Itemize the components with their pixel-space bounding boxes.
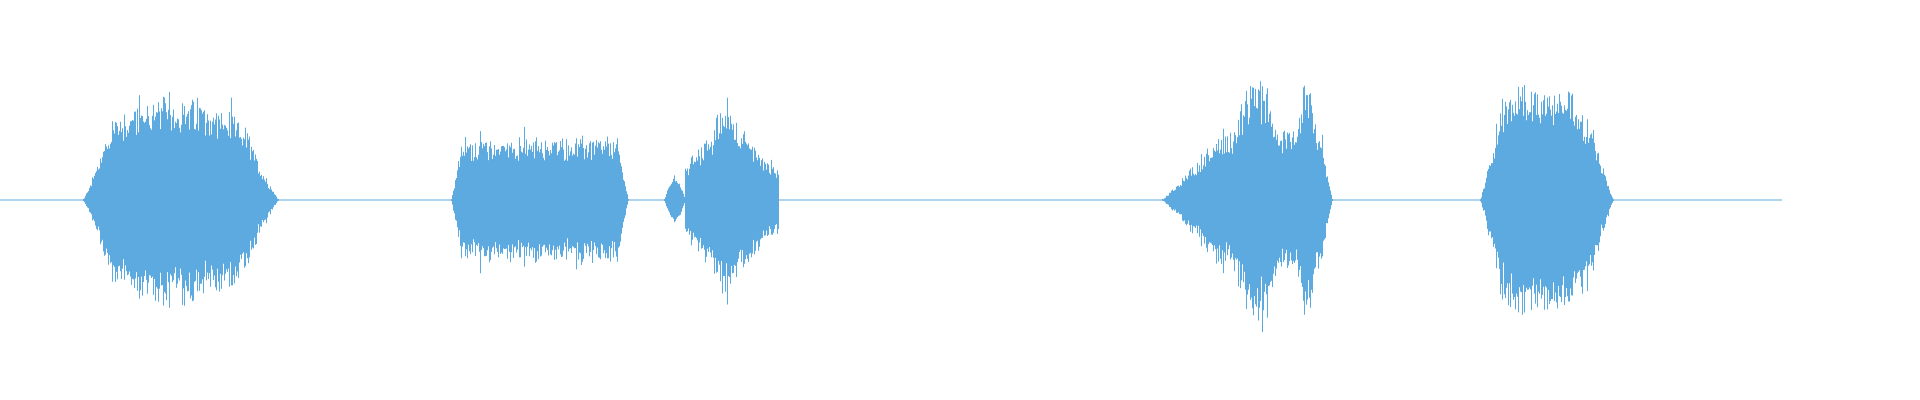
waveform-bars (83, 81, 1614, 333)
